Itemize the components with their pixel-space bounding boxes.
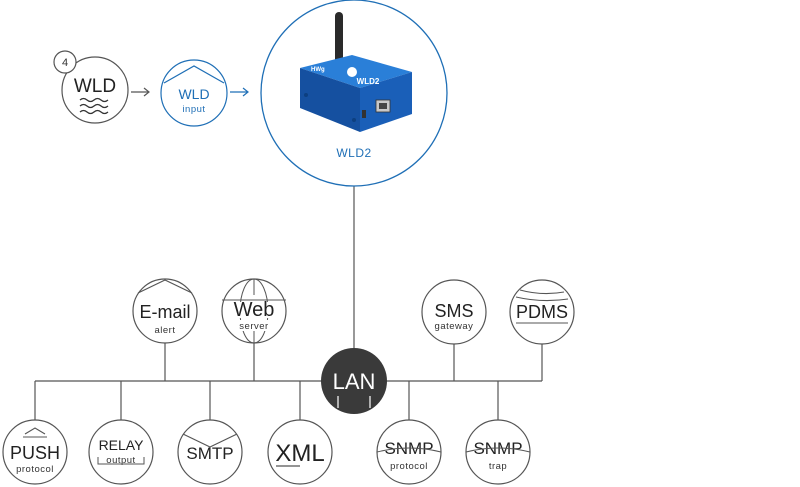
service-relay-output: RELAY output (88, 419, 154, 485)
service-xml: XML (267, 419, 333, 485)
pdms-lines-icon (515, 289, 569, 302)
connection-lines (34, 186, 543, 420)
wld2-device-node: HWg WLD2 WLD2 (260, 0, 448, 187)
push-icon (23, 427, 47, 438)
lan-hub: LAN (321, 348, 387, 414)
arrow-input-to-device (230, 87, 249, 97)
service-email-alert: E-mail alert (132, 278, 198, 344)
arrow-sensor-to-input (131, 87, 150, 97)
pdms-label: PDMS (516, 302, 568, 322)
snmp-trap-sublabel: trap (489, 461, 507, 472)
service-pdms: PDMS (509, 279, 575, 345)
input-sublabel: input (182, 104, 205, 115)
relay-label: RELAY (99, 437, 145, 453)
sensor-count-badge (53, 50, 77, 74)
push-label: PUSH (10, 443, 60, 463)
antenna-icon (335, 12, 343, 68)
wld-input-circle (160, 59, 228, 127)
device-brand: HWg (311, 67, 325, 73)
snmp-arc-icon (376, 447, 442, 453)
smtp-label: SMTP (186, 444, 233, 463)
water-waves-icon (79, 97, 109, 115)
web-sublabel: server (239, 321, 268, 332)
email-sublabel: alert (155, 325, 176, 336)
wld2-device-image: HWg WLD2 (300, 12, 412, 132)
push-sublabel: protocol (16, 464, 54, 475)
wld-input-node: WLD input (160, 59, 228, 127)
sms-label: SMS (434, 301, 473, 321)
email-label: E-mail (139, 302, 190, 322)
wld-sensor-circle (61, 56, 129, 124)
relay-sublabel: output (106, 455, 135, 466)
snmp-protocol-sublabel: protocol (390, 461, 428, 472)
envelope-icon (182, 433, 238, 448)
relay-bracket-icon (97, 457, 145, 465)
device-body-label: WLD2 (357, 77, 380, 86)
service-sms-gateway: SMS gateway (421, 279, 487, 345)
arrow-right-icon (143, 87, 150, 97)
wld-sensor-node: 4 WLD (53, 50, 129, 124)
service-push-protocol: PUSH protocol (2, 419, 68, 485)
input-label: WLD (178, 86, 209, 102)
arrow-right-icon (242, 87, 249, 97)
service-snmp-trap: SNMP trap (465, 419, 531, 485)
device-name: WLD2 (336, 146, 371, 160)
envelope-icon (137, 279, 193, 294)
service-smtp: SMTP (177, 419, 243, 485)
input-roof-icon (163, 65, 225, 84)
snmp-arc-icon (465, 447, 531, 453)
lan-label: LAN (333, 369, 376, 394)
sms-sublabel: gateway (435, 321, 474, 332)
service-snmp-protocol: SNMP protocol (376, 419, 442, 485)
sensor-label: WLD (74, 76, 116, 97)
xml-label: XML (275, 440, 324, 467)
web-label: Web (234, 299, 275, 321)
sensor-count: 4 (62, 57, 68, 69)
service-web-server: Web server (221, 278, 287, 344)
